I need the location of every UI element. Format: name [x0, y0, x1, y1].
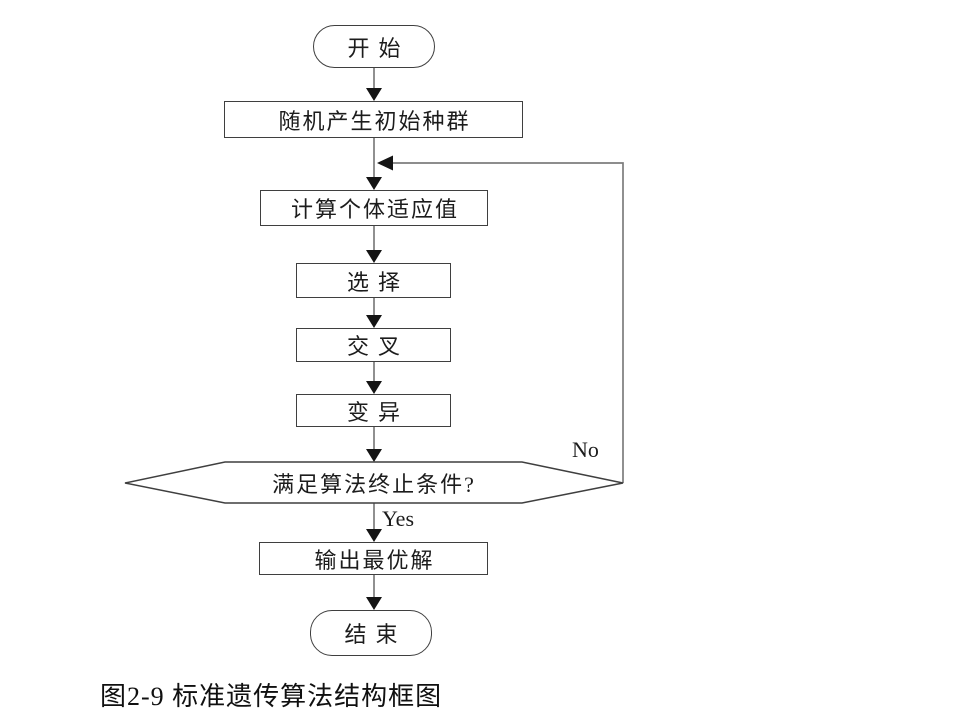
flow-node-output-solution: 输出最优解 — [259, 542, 488, 575]
arrowhead-into-decision — [366, 449, 382, 462]
branch-label-yes: Yes — [382, 506, 415, 531]
flow-node-termination-decision: 满足算法终止条件? — [125, 462, 623, 503]
flow-node-init-population-label: 随机产生初始种群 — [278, 108, 471, 134]
arrowhead-into-end — [366, 597, 382, 610]
decision-hexagon-shape — [124, 461, 624, 504]
flow-node-mutation-label: 变异 — [346, 399, 409, 425]
arrowhead-into-fitness — [366, 177, 382, 190]
flow-node-fitness-label: 计算个体适应值 — [290, 197, 459, 222]
flow-node-init-population: 随机产生初始种群 — [224, 101, 523, 138]
flow-node-termination-decision-label: 满足算法终止条件? — [272, 471, 476, 497]
flow-node-start: 开始 — [313, 25, 435, 68]
flow-node-start-label: 开始 — [347, 35, 410, 61]
flow-node-output-solution-label: 输出最优解 — [314, 547, 435, 573]
arrowhead-into-output — [366, 529, 382, 542]
flow-node-selection: 选择 — [296, 263, 451, 298]
arrowhead-into-select — [366, 250, 382, 263]
flow-node-mutation: 变异 — [296, 394, 451, 427]
arrowhead-into-init — [366, 88, 382, 101]
flow-node-crossover-label: 交叉 — [346, 334, 409, 359]
flow-node-fitness: 计算个体适应值 — [260, 190, 488, 226]
figure-caption: 图2-9 标准遗传算法结构框图 — [100, 682, 443, 711]
flow-node-end: 结束 — [310, 610, 432, 656]
flow-node-selection-label: 选择 — [346, 269, 409, 295]
flow-node-end-label: 结束 — [344, 622, 407, 647]
edge-decision-feedback-loop — [393, 162, 624, 483]
flow-node-crossover: 交叉 — [296, 328, 451, 362]
branch-label-no: No — [572, 437, 599, 462]
arrowhead-into-mutation — [366, 381, 382, 394]
arrowhead-feedback-left — [377, 155, 393, 171]
arrowhead-into-crossover — [366, 315, 382, 328]
